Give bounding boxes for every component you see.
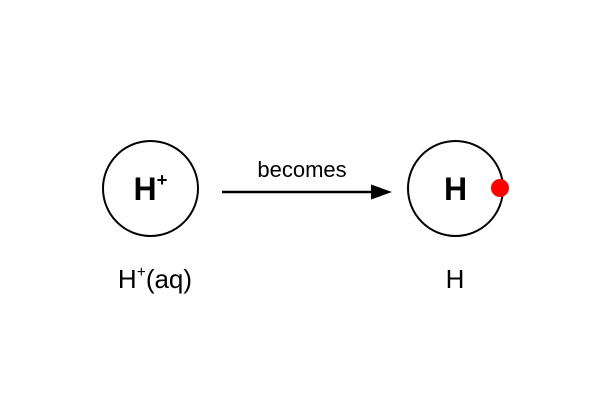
arrow-head [371,184,392,200]
hydrogen-ion-symbol-letter: H [133,170,157,207]
hydrogen-ion-circle: H+ [102,140,199,237]
hydrogen-ion-symbol: H+ [133,170,168,207]
hydrogen-atom-caption: H [445,264,465,294]
hydrogen-ion-symbol-charge: + [156,168,168,190]
hydrogen-atom-circle: H [407,140,504,237]
hydrogen-ion-caption-letter: H [117,264,137,294]
becomes-label: becomes [257,157,347,182]
right-arrow [222,184,392,200]
hydrogen-ion-caption: H+(aq) [95,263,215,294]
electron-dot [491,179,509,197]
hydrogen-atom-symbol: H [443,170,468,207]
hydrogen-ion-caption-charge: + [136,263,146,281]
electron-dot-circle [491,179,509,197]
hydrogen-ion-caption-state: (aq) [145,264,193,294]
